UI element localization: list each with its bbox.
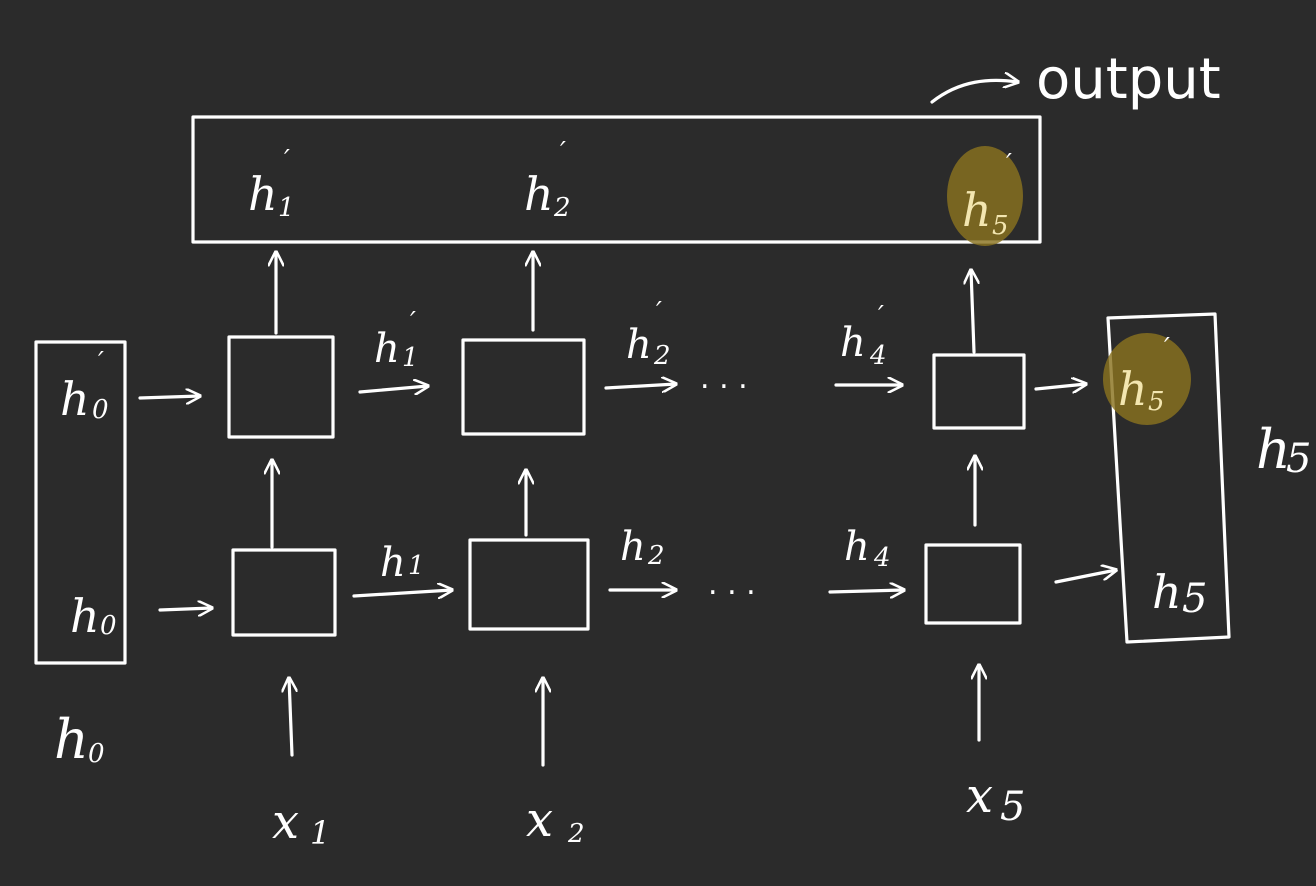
svg-text:x: x [966,768,993,824]
h5-caption: h 5 [1256,418,1311,482]
svg-text:h: h [54,708,89,771]
svg-text:0: 0 [100,611,117,641]
top-cell-1 [227,335,335,439]
output-box [191,115,1042,244]
svg-text:′: ′ [656,297,662,327]
svg-text:h: h [620,524,646,570]
arrow-bottom5-h5 [1054,570,1116,584]
h5-box [1106,312,1231,644]
arrow-dots-bottom5 [828,590,904,592]
svg-text:h: h [1118,362,1148,416]
arrow-h0prime-top1 [138,396,200,398]
svg-text:2: 2 [653,341,671,371]
arrow-top2-dots [604,384,676,388]
bottom-cell-1 [231,548,337,637]
h5-prime-highlight [1103,333,1191,425]
svg-text:x: x [272,794,299,850]
input-x5: x 5 [966,768,1025,830]
svg-text:h: h [380,540,406,586]
svg-text:4: 4 [873,543,891,573]
svg-text:x: x [526,792,553,848]
input-x2: x 2 [526,792,585,849]
svg-text:h: h [1152,565,1182,619]
svg-text:5: 5 [1182,576,1207,622]
svg-text:5: 5 [1000,784,1025,830]
bottom-cell-5 [924,543,1022,625]
svg-text:h: h [962,183,992,237]
output-curve-arrow [930,80,1018,104]
top-cell-5 [932,353,1026,430]
h0-label: h 0 [70,589,117,643]
top-layer-ellipsis: . . . [700,361,748,396]
h5-prime-label: h 5 ′ [1118,333,1170,417]
svg-text:h: h [524,167,554,221]
svg-text:h: h [840,320,866,366]
svg-text:1: 1 [310,814,330,852]
svg-text:5: 5 [992,211,1009,241]
top-edge-h2-prime: h 2 ′ [626,297,671,371]
svg-text:2: 2 [647,541,665,571]
svg-text:2: 2 [553,193,571,223]
arrow-x1-bottom1 [289,678,292,757]
arrow-top1-top2 [358,386,428,392]
svg-text:5: 5 [1148,387,1165,417]
input-x1: x 1 [272,794,330,852]
top-edge-h1-prime: h 1 ′ [374,307,419,373]
svg-text:h: h [70,589,100,643]
arrow-top5-output [971,270,974,354]
svg-text:4: 4 [869,341,887,371]
arrow-top5-h5prime [1034,384,1086,389]
svg-text:1: 1 [278,193,295,223]
svg-text:5: 5 [1286,436,1311,482]
output-h1-prime: h 1 ′ [248,145,295,223]
h0-prime-label: h 0 ′ [60,347,109,426]
bottom-layer-ellipsis: . . . [708,567,756,602]
svg-text:1: 1 [402,343,419,373]
svg-text:′: ′ [410,307,416,337]
bottom-edge-h4: h 4 [844,524,891,573]
output-h5-highlight [947,146,1023,246]
svg-text:1: 1 [408,551,425,581]
output-h2-prime: h 2 ′ [524,137,571,223]
svg-text:h: h [1256,418,1291,481]
bottom-cell-2 [468,538,590,631]
arrow-h0-bottom1 [158,608,212,610]
svg-text:′: ′ [560,137,566,167]
svg-text:′: ′ [284,145,290,175]
bottom-edge-h2: h 2 [620,524,665,571]
svg-text:′: ′ [1164,333,1170,363]
svg-text:0: 0 [88,739,105,769]
svg-text:h: h [248,167,278,221]
top-cell-2 [461,338,586,436]
output-label: output [1036,47,1221,112]
svg-text:′: ′ [878,301,884,331]
svg-text:h: h [844,524,870,570]
svg-text:0: 0 [92,395,109,425]
svg-text:h: h [626,322,652,368]
svg-text:h: h [60,372,90,426]
h0-box [34,340,127,665]
output-h5-prime: h 5 ′ [962,149,1012,241]
h0-caption: h 0 [54,708,105,771]
svg-text:′: ′ [98,347,104,377]
top-edge-h4-prime: h 4 ′ [840,301,887,371]
svg-text:h: h [374,326,400,372]
svg-text:′: ′ [1006,149,1012,179]
bottom-edge-h1: h 1 [380,540,425,586]
arrow-bottom1-bottom2 [352,590,452,596]
h5-label: h 5 [1152,565,1207,622]
svg-text:2: 2 [567,819,585,849]
